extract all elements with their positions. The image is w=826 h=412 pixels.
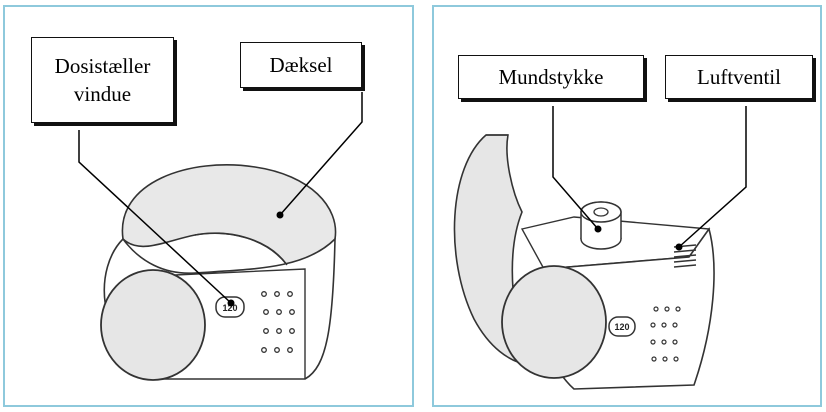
dose-counter-window [215,296,245,318]
label-cover: Dæksel [240,42,362,88]
label-air-vent-text: Luftventil [697,65,781,89]
label-mouthpiece: Mundstykke [458,55,644,99]
leader-cover [279,92,363,216]
label-dose-counter-line1: Dosistæller [54,54,151,78]
leader-dose-counter [78,130,232,304]
label-air-vent: Luftventil [665,55,813,99]
grip-wheel-open [501,265,607,379]
open-inhaler-illustration: 120 [453,106,747,390]
label-dose-counter-line2: vindue [73,82,132,106]
air-vent-grille [673,244,697,268]
label-mouthpiece-text: Mundstykke [498,65,604,89]
closed-inhaler-illustration: 120 [78,92,363,381]
vent-dots-left [261,291,295,353]
counter-value-right: 120 [614,322,629,332]
vent-dots-right [650,306,681,362]
leader-air-vent [678,106,747,248]
dose-counter-window-open [608,316,636,337]
label-dose-counter-window: Dosistæller vindue [31,37,174,123]
counter-value-left: 120 [222,303,237,313]
leader-mouthpiece [552,106,599,230]
grip-wheel [100,269,206,381]
label-cover-text: Dæksel [269,53,333,77]
cover-shape [121,164,337,266]
